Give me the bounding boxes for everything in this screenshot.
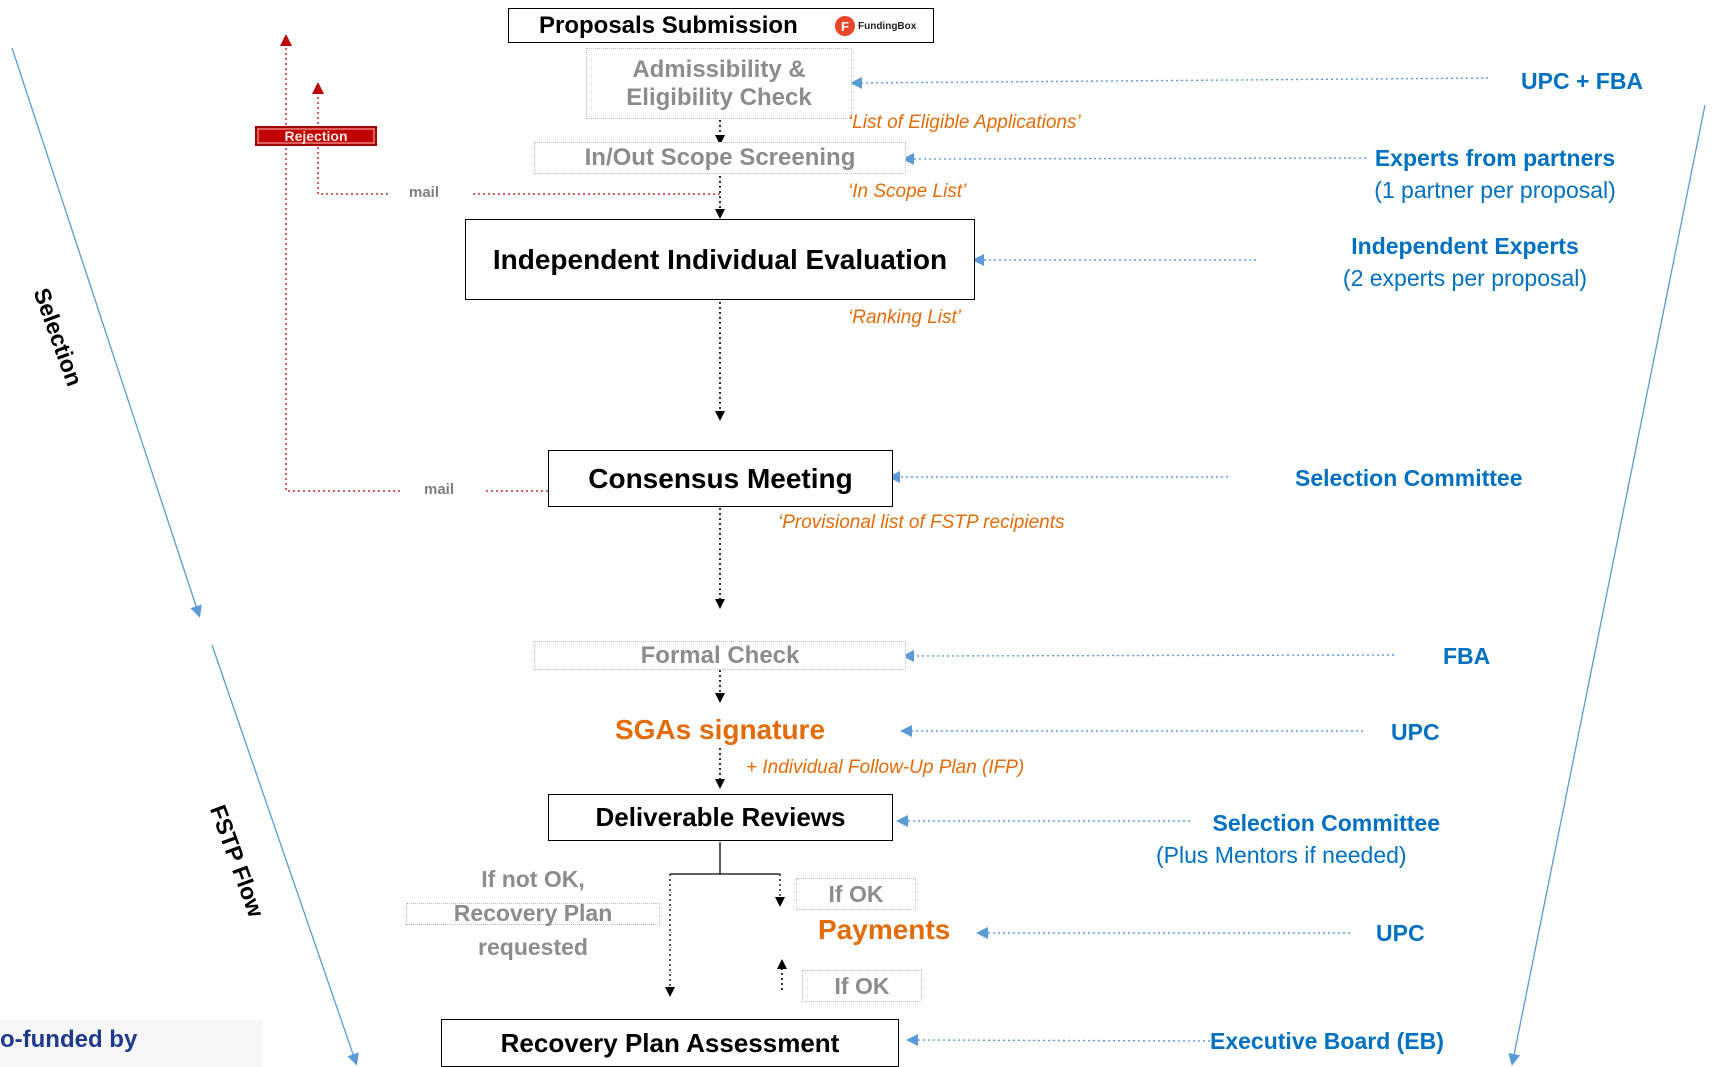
actor-experts-partners-sub: (1 partner per proposal) [1374,177,1616,203]
output-provisional-list: ‘Provisional list of FSTP recipients [778,512,1065,533]
deliverable-reviews-label: Deliverable Reviews [595,802,846,832]
evaluation-box: Independent Individual Evaluation [465,219,975,300]
mail-label-2: mail [424,481,455,498]
main-flow-arrows [715,120,787,990]
output-ranking-list: ‘Ranking List’ [848,307,961,328]
proposals-submission-label: Proposals Submission [539,11,798,39]
admissibility-label-2: Eligibility Check [626,83,812,111]
deliverable-reviews-box: Deliverable Reviews [548,794,893,841]
admissibility-label-1: Admissibility & [632,55,806,83]
output-scope-list: ‘In Scope List’ [848,181,967,202]
actor-independent-experts-sub: (2 experts per proposal) [1342,265,1588,291]
actor-mentors: (Plus Mentors if needed) [1156,842,1407,868]
consensus-meeting-label: Consensus Meeting [588,462,853,494]
actor-executive-board: Executive Board (EB) [1210,1028,1444,1054]
not-ok-label-1: If not OK, [481,866,585,892]
actor-upc-payments: UPC [1376,920,1425,946]
evaluation-label: Independent Individual Evaluation [492,243,948,275]
not-ok-label-3: requested [478,934,588,960]
branch-connectors [665,842,785,997]
rejection-label: Rejection [284,128,348,144]
sgas-signature-label: SGAs signature [614,714,826,745]
payments-label: Payments [818,914,951,945]
mail-label-1: mail [409,184,440,201]
actor-experts-partners: Experts from partners [1374,145,1616,171]
if-ok-box-2: If OK [802,970,922,1002]
actor-upc-fba: UPC + FBA [1521,68,1644,94]
formal-check-label: Formal Check [640,641,800,669]
recovery-assessment-label: Recovery Plan Assessment [500,1027,840,1058]
if-ok-box-1: If OK [796,878,916,910]
rejection-badge: Rejection [255,126,377,146]
scope-screening-box: In/Out Scope Screening [534,142,906,174]
actor-fba: FBA [1443,643,1491,669]
actor-selection-committee-2: Selection Committee [1212,810,1441,836]
output-ifp: + Individual Follow-Up Plan (IFP) [746,757,1025,778]
cofunded-banner: o-funded by [0,1020,262,1067]
rejection-paths [280,34,720,492]
actor-upc-sgas: UPC [1391,719,1440,745]
actor-arrows [850,76,1489,1047]
phase-arrows [11,47,1706,1066]
output-eligible-list: ‘List of Eligible Applications’ [848,112,1081,133]
consensus-meeting-box: Consensus Meeting [548,450,893,507]
fundingbox-logo-icon: F [835,16,855,36]
if-ok-label-2: If OK [834,972,890,999]
scope-screening-label: In/Out Scope Screening [584,144,856,171]
fundingbox-logo-text: FundingBox [858,20,917,32]
formal-check-box: Formal Check [534,641,906,670]
if-ok-label-1: If OK [828,880,884,907]
actor-independent-experts: Independent Experts [1351,233,1579,259]
admissibility-box: Admissibility & Eligibility Check [586,48,852,119]
proposals-submission-box: Proposals Submission F FundingBox [508,8,934,43]
cofunded-label: o-funded by [0,1026,138,1053]
not-ok-box [406,903,660,925]
actor-selection-committee: Selection Committee [1295,465,1523,491]
recovery-assessment-box: Recovery Plan Assessment [441,1019,899,1067]
fundingbox-logo: F FundingBox [835,16,916,36]
not-ok-label-2: Recovery Plan [453,900,613,926]
